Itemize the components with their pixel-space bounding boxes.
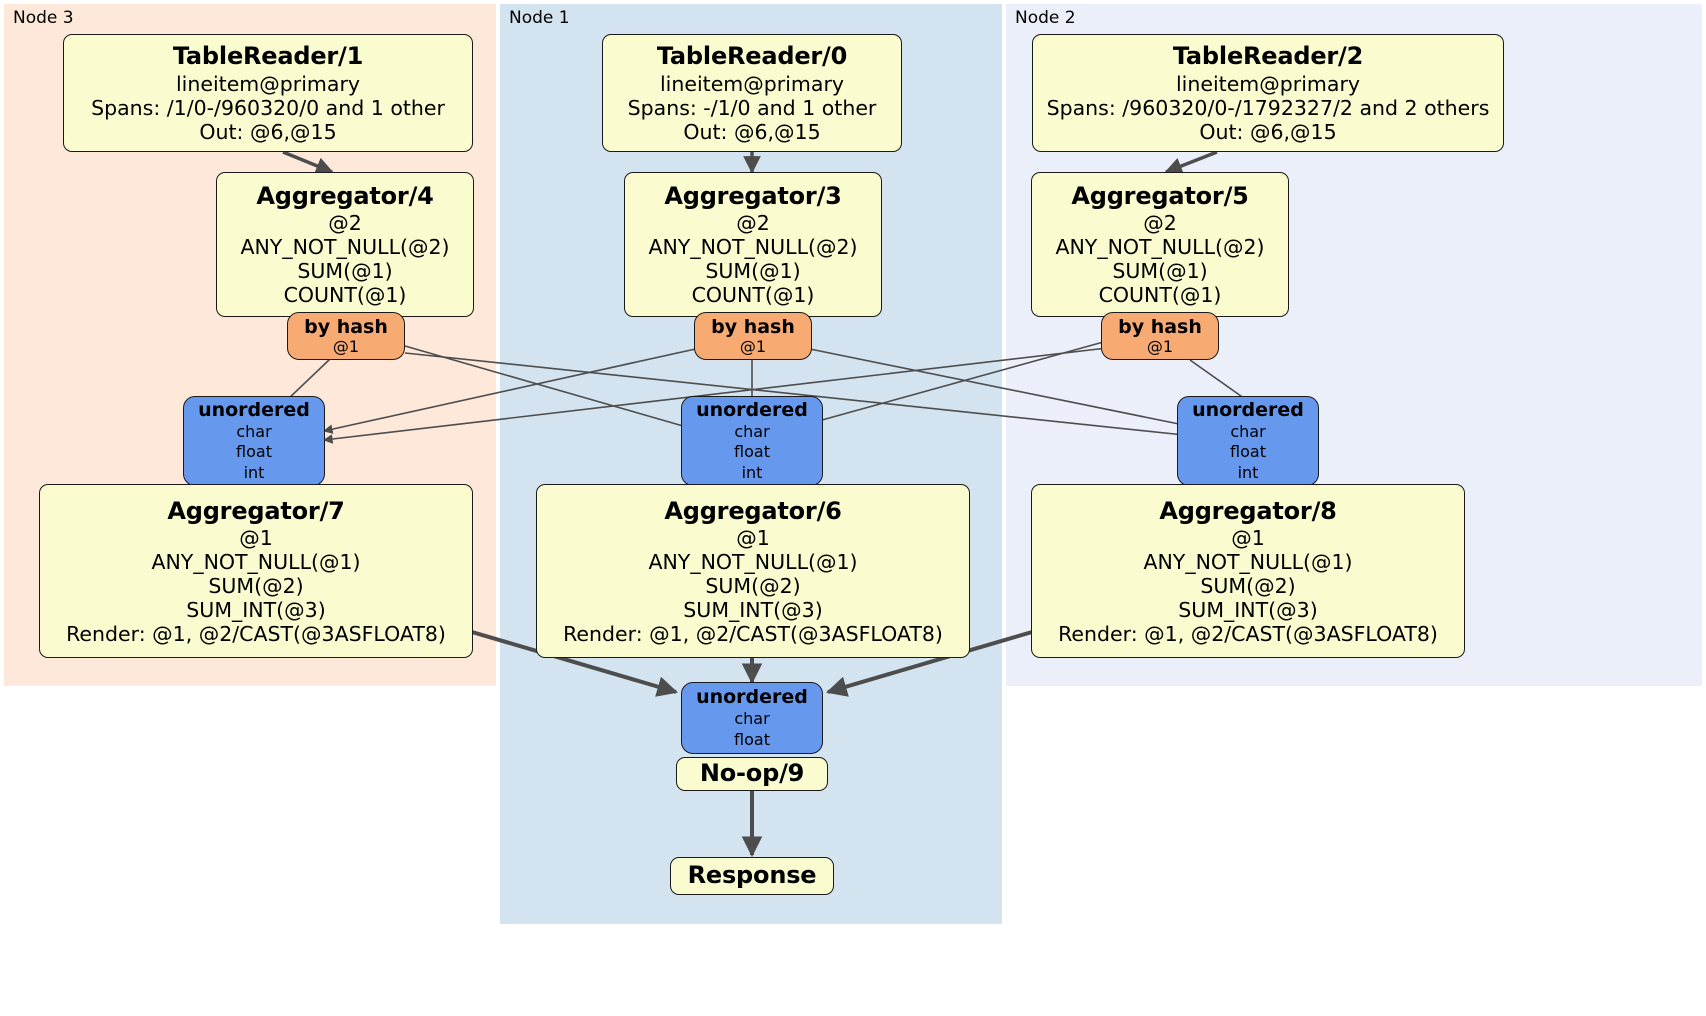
aggregator-8-agg-1: ANY_NOT_NULL(@1)	[1143, 549, 1353, 574]
by-hash-node2-title: by hash	[1118, 315, 1202, 338]
processor-aggregator-4[interactable]: Aggregator/4 @2 ANY_NOT_NULL(@2) SUM(@1)…	[216, 172, 474, 317]
processor-aggregator-6[interactable]: Aggregator/6 @1 ANY_NOT_NULL(@1) SUM(@2)…	[536, 484, 970, 658]
tablereader-2-title: TableReader/2	[1172, 42, 1364, 71]
by-hash-node3-col: @1	[332, 336, 360, 356]
aggregator-6-groupcol: @1	[736, 525, 770, 550]
processor-tablereader-2[interactable]: TableReader/2 lineitem@primary Spans: /9…	[1032, 34, 1504, 152]
by-hash-node1-title: by hash	[711, 315, 795, 338]
aggregator-7-groupcol: @1	[239, 525, 273, 550]
unordered-node3-title: unordered	[198, 398, 310, 421]
processor-aggregator-3[interactable]: Aggregator/3 @2 ANY_NOT_NULL(@2) SUM(@1)…	[624, 172, 882, 317]
aggregator-6-render: Render: @1, @2/CAST(@3ASFLOAT8)	[563, 621, 943, 646]
aggregator-5-groupcol: @2	[1143, 211, 1177, 236]
tablereader-2-spans: Spans: /960320/0-/1792327/2 and 2 others	[1046, 95, 1490, 120]
aggregator-3-groupcol: @2	[736, 211, 770, 236]
router-by-hash-node2[interactable]: by hash @1	[1101, 312, 1219, 360]
router-by-hash-node1[interactable]: by hash @1	[694, 312, 812, 360]
aggregator-5-agg-2: SUM(@1)	[1112, 259, 1208, 284]
aggregator-3-agg-2: SUM(@1)	[705, 259, 801, 284]
aggregator-6-agg-3: SUM_INT(@3)	[683, 597, 823, 622]
aggregator-7-agg-2: SUM(@2)	[208, 573, 304, 598]
processor-tablereader-1[interactable]: TableReader/1 lineitem@primary Spans: /1…	[63, 34, 473, 152]
tablereader-0-title: TableReader/0	[656, 42, 848, 71]
unordered-node1-type-1: char	[734, 421, 770, 441]
tablereader-0-spans: Spans: -/1/0 and 1 other	[627, 95, 877, 120]
tablereader-1-table: lineitem@primary	[175, 71, 361, 96]
unordered-node2-type-2: float	[1230, 442, 1266, 462]
aggregator-7-agg-3: SUM_INT(@3)	[186, 597, 326, 622]
processor-noop-9[interactable]: No-op/9	[676, 757, 828, 791]
synchronizer-unordered-node3[interactable]: unordered char float int	[183, 396, 325, 486]
aggregator-8-render: Render: @1, @2/CAST(@3ASFLOAT8)	[1058, 621, 1438, 646]
cluster-node-3-label: Node 3	[13, 8, 74, 28]
unordered-node2-type-1: char	[1230, 421, 1266, 441]
tablereader-2-table: lineitem@primary	[1175, 71, 1361, 96]
aggregator-8-agg-3: SUM_INT(@3)	[1178, 597, 1318, 622]
aggregator-6-title: Aggregator/6	[664, 496, 842, 525]
tablereader-0-out: Out: @6,@15	[683, 119, 821, 144]
tablereader-2-out: Out: @6,@15	[1199, 119, 1337, 144]
aggregator-8-groupcol: @1	[1231, 525, 1265, 550]
unordered-final-type-1: char	[734, 709, 770, 729]
tablereader-1-spans: Spans: /1/0-/960320/0 and 1 other	[91, 95, 445, 120]
aggregator-5-agg-1: ANY_NOT_NULL(@2)	[1055, 235, 1265, 260]
synchronizer-unordered-final[interactable]: unordered char float	[681, 682, 823, 754]
aggregator-8-title: Aggregator/8	[1159, 496, 1337, 525]
aggregator-3-agg-1: ANY_NOT_NULL(@2)	[648, 235, 858, 260]
tablereader-1-title: TableReader/1	[172, 42, 364, 71]
aggregator-6-agg-1: ANY_NOT_NULL(@1)	[648, 549, 858, 574]
unordered-node1-title: unordered	[696, 398, 808, 421]
by-hash-node2-col: @1	[1146, 336, 1174, 356]
tablereader-0-table: lineitem@primary	[659, 71, 845, 96]
unordered-final-type-2: float	[734, 729, 770, 749]
cluster-node-2-label: Node 2	[1015, 8, 1076, 28]
aggregator-8-agg-2: SUM(@2)	[1200, 573, 1296, 598]
processor-tablereader-0[interactable]: TableReader/0 lineitem@primary Spans: -/…	[602, 34, 902, 152]
cluster-node-1-label: Node 1	[509, 8, 570, 28]
synchronizer-unordered-node2[interactable]: unordered char float int	[1177, 396, 1319, 486]
aggregator-3-title: Aggregator/3	[664, 181, 842, 210]
aggregator-3-agg-3: COUNT(@1)	[691, 283, 815, 308]
unordered-node1-type-2: float	[734, 442, 770, 462]
aggregator-5-title: Aggregator/5	[1071, 181, 1249, 210]
aggregator-7-agg-1: ANY_NOT_NULL(@1)	[151, 549, 361, 574]
unordered-node2-type-3: int	[1237, 462, 1259, 482]
unordered-node1-type-3: int	[741, 462, 763, 482]
aggregator-5-agg-3: COUNT(@1)	[1098, 283, 1222, 308]
unordered-node3-type-3: int	[243, 462, 265, 482]
unordered-node2-title: unordered	[1192, 398, 1304, 421]
router-by-hash-node3[interactable]: by hash @1	[287, 312, 405, 360]
processor-response[interactable]: Response	[670, 857, 834, 895]
unordered-final-title: unordered	[696, 685, 808, 708]
processor-aggregator-5[interactable]: Aggregator/5 @2 ANY_NOT_NULL(@2) SUM(@1)…	[1031, 172, 1289, 317]
unordered-node3-type-2: float	[236, 442, 272, 462]
aggregator-7-title: Aggregator/7	[167, 496, 345, 525]
aggregator-4-groupcol: @2	[328, 211, 362, 236]
processor-aggregator-8[interactable]: Aggregator/8 @1 ANY_NOT_NULL(@1) SUM(@2)…	[1031, 484, 1465, 658]
aggregator-4-title: Aggregator/4	[256, 181, 434, 210]
noop-9-title: No-op/9	[699, 759, 805, 788]
processor-aggregator-7[interactable]: Aggregator/7 @1 ANY_NOT_NULL(@1) SUM(@2)…	[39, 484, 473, 658]
aggregator-6-agg-2: SUM(@2)	[705, 573, 801, 598]
aggregator-4-agg-1: ANY_NOT_NULL(@2)	[240, 235, 450, 260]
tablereader-1-out: Out: @6,@15	[199, 119, 337, 144]
response-title: Response	[687, 861, 817, 890]
aggregator-4-agg-2: SUM(@1)	[297, 259, 393, 284]
aggregator-4-agg-3: COUNT(@1)	[283, 283, 407, 308]
synchronizer-unordered-node1[interactable]: unordered char float int	[681, 396, 823, 486]
aggregator-7-render: Render: @1, @2/CAST(@3ASFLOAT8)	[66, 621, 446, 646]
by-hash-node3-title: by hash	[304, 315, 388, 338]
by-hash-node1-col: @1	[739, 336, 767, 356]
unordered-node3-type-1: char	[236, 421, 272, 441]
